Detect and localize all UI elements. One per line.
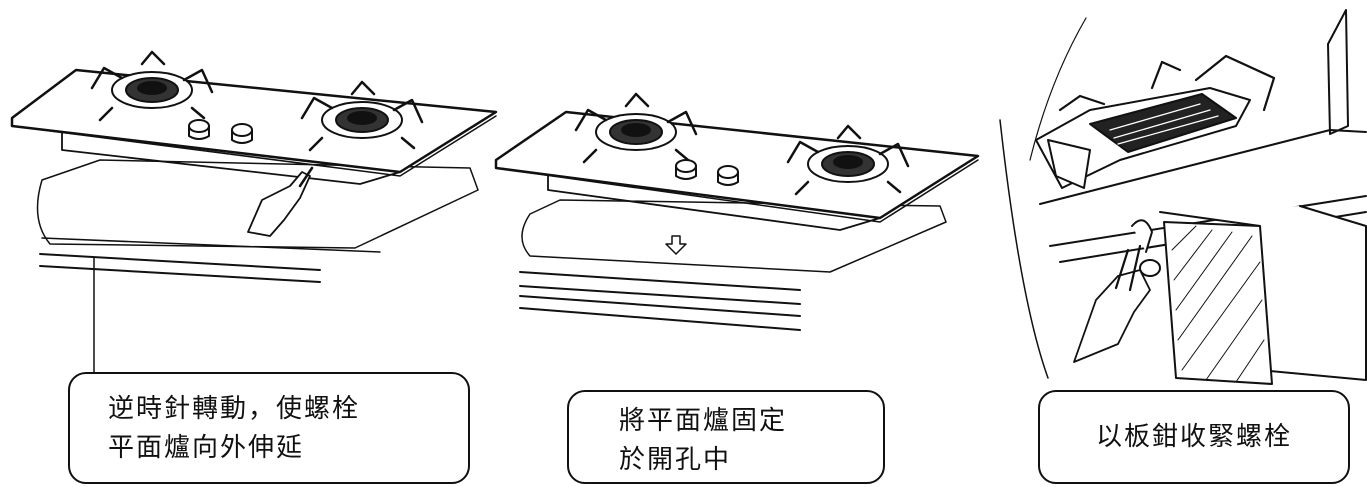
step2-caption-line2: 於開孔中 xyxy=(619,445,732,475)
step3-illustration xyxy=(999,9,1367,385)
step3-caption: 以板鉗收緊螺栓 xyxy=(1038,390,1350,484)
step3-caption-line1: 以板鉗收緊螺栓 xyxy=(1095,421,1292,452)
step2-illustration xyxy=(494,92,980,331)
step1-illustration xyxy=(10,50,498,373)
step1-caption-line1: 逆時針轉動，使螺栓 xyxy=(108,394,361,424)
step1-caption: 逆時針轉動，使螺栓 平面爐向外伸延 xyxy=(68,372,470,484)
step1-caption-line2: 平面爐向外伸延 xyxy=(108,433,305,463)
step2-caption-line1: 將平面爐固定 xyxy=(619,406,788,436)
step2-caption: 將平面爐固定 於開孔中 xyxy=(567,390,885,484)
